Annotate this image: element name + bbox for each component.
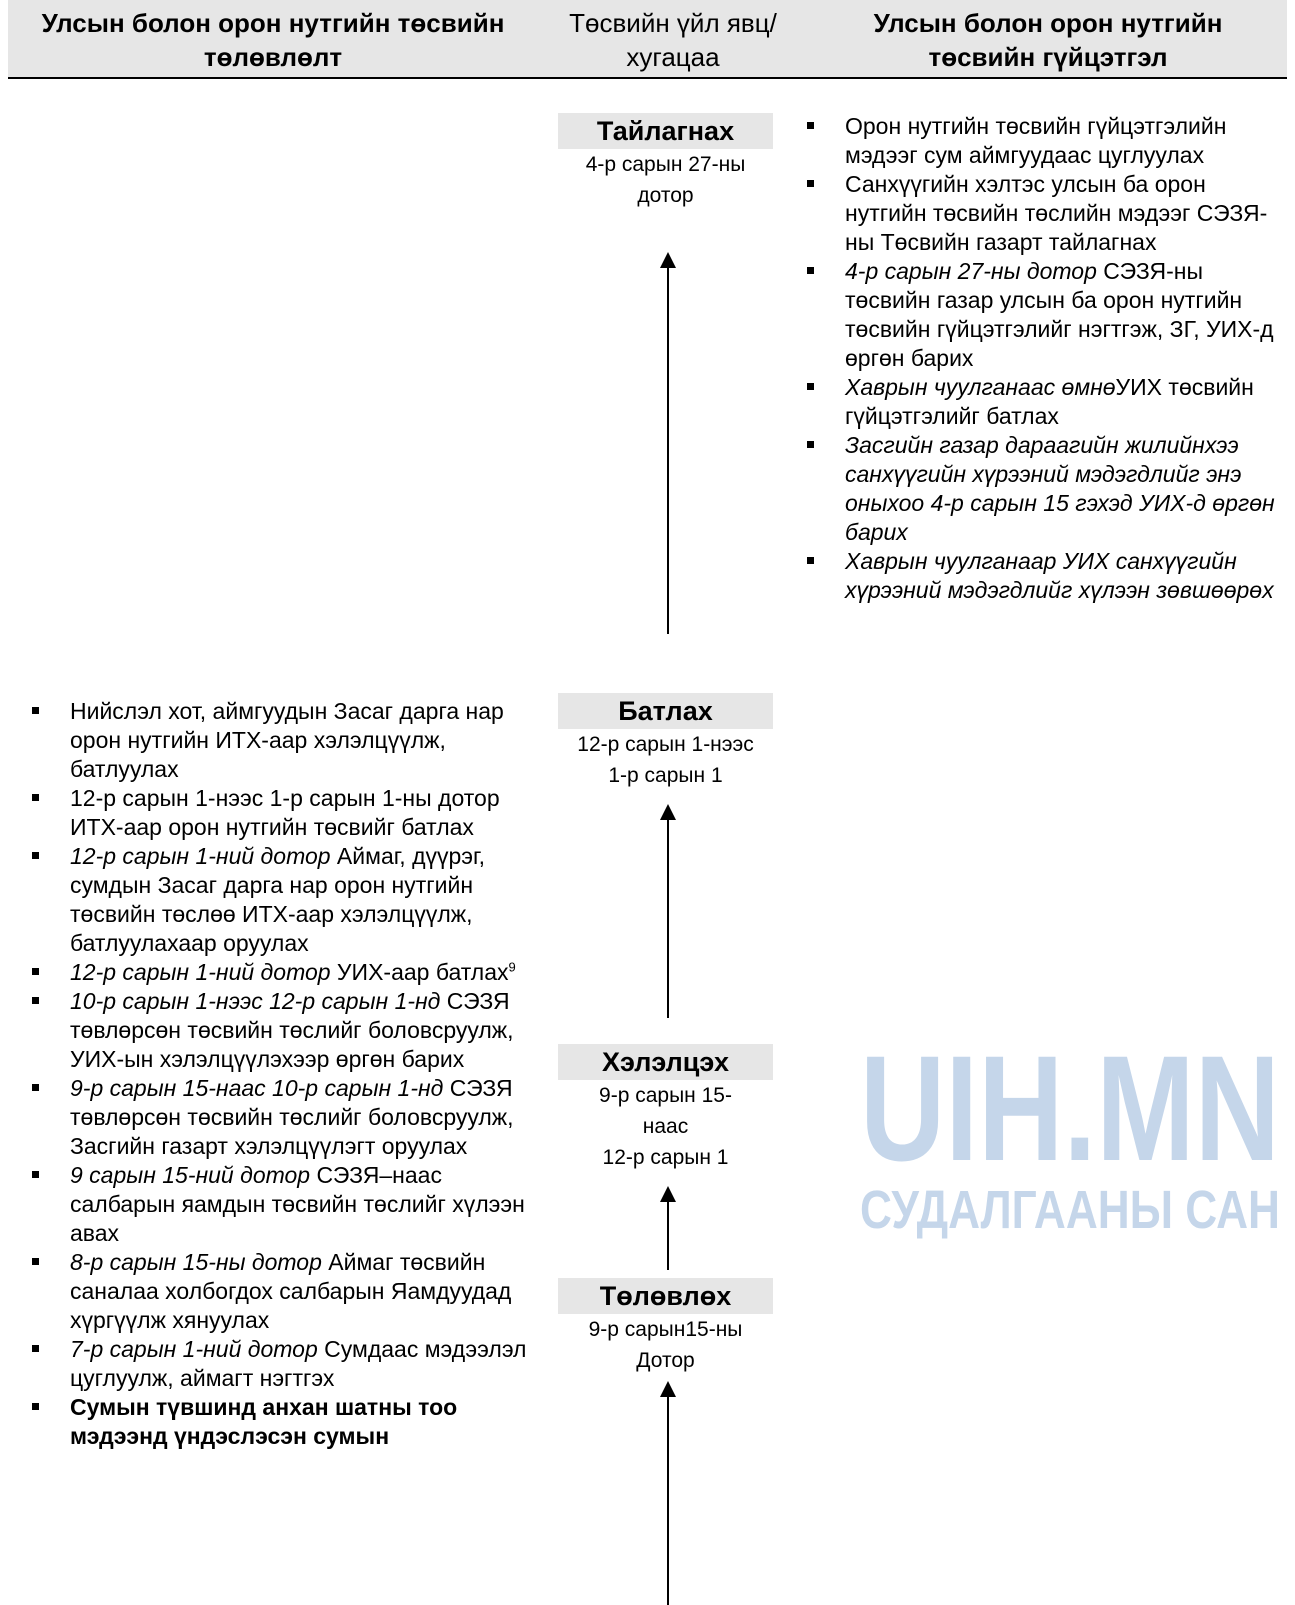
stage-plan: Төлөвлөх 9-р сарын15-ны Дотор <box>558 1278 773 1376</box>
item-text: УИХ-аар батлах <box>330 959 509 985</box>
stage-deadline: 9-р сарын15-ны Дотор <box>588 1318 743 1372</box>
stage-title: Төлөвлөх <box>558 1278 773 1314</box>
item-date: 8-р сарын 15-ны дотор <box>70 1249 322 1275</box>
list-item: Засгийн газар дараагийн жилийнхээ санхүү… <box>805 431 1275 547</box>
stage-discuss: Хэлэлцэх 9-р сарын 15- наас 12-р сарын 1 <box>558 1044 773 1173</box>
arrow-up-icon <box>660 804 676 1018</box>
bullet-icon <box>32 1084 39 1091</box>
table-header: Улсын болон орон нутгийн төсвийн төлөвлө… <box>8 0 1287 79</box>
item-text: Санхүүгийн хэлтэс улсын ба орон нутгийн … <box>845 171 1268 255</box>
stage-title: Тайлагнах <box>558 113 773 149</box>
bullet-icon <box>32 968 39 975</box>
watermark-line1: UIH.MN <box>860 1024 1280 1192</box>
item-date: Хаврын чуулганаас өмнө <box>845 374 1116 400</box>
item-text: Аймаг төсвийн саналаа холбогдох салбарын… <box>70 1249 512 1333</box>
item-date: 10-р сарын 1-нээс 12-р сарын 1-нд <box>70 988 441 1014</box>
list-item: Сумын түвшинд анхан шатны тоо мэдээнд үн… <box>30 1393 530 1451</box>
list-item: 7-р сарын 1-ний дотор Сумдаас мэдээлэл ц… <box>30 1335 530 1393</box>
item-date: 12-р сарын 1-ний дотор <box>70 843 331 869</box>
bullet-icon <box>807 267 814 274</box>
arrow-up-icon <box>660 252 676 634</box>
item-date: 7-р сарын 1-ний дотор <box>70 1336 318 1362</box>
stage-deadline: 9-р сарын 15- наас 12-р сарын 1 <box>599 1084 732 1169</box>
item-text: Нийслэл хот, аймгуудын Засаг дарга нар о… <box>70 698 504 782</box>
item-date: 4-р сарын 27-ны дотор <box>845 258 1097 284</box>
item-date: Хаврын чуулганаар УИХ санхүүгийн хүрээни… <box>845 548 1274 603</box>
list-item: 4-р сарын 27-ны дотор СЭЗЯ-ны төсвийн га… <box>805 257 1275 373</box>
bullet-icon <box>807 557 814 564</box>
execution-steps-list: Орон нутгийн төсвийн гүйцэтгэлийн мэдээг… <box>805 112 1275 605</box>
stage-approve: Батлах 12-р сарын 1-нээс 1-р сарын 1 <box>558 693 773 791</box>
item-date: 9-р сарын 15-наас 10-р сарын 1-нд <box>70 1075 444 1101</box>
bullet-icon <box>807 180 814 187</box>
item-date: 9 сарын 15-ний дотор <box>70 1162 311 1188</box>
header-process: Төсвийн үйл явц/ хугацаа <box>569 8 777 72</box>
watermark-line2: СУДАЛГААНЫ САН <box>860 1180 1280 1240</box>
item-date: Засгийн газар дараагийн жилийнхээ санхүү… <box>845 432 1275 545</box>
item-text: СЭЗЯ-ны төсвийн газар улсын ба орон нутг… <box>845 258 1274 371</box>
bullet-icon <box>807 122 814 129</box>
arrow-up-icon <box>660 1186 676 1270</box>
item-text: 12-р сарын 1-нээс 1-р сарын 1-ны дотор И… <box>70 785 500 840</box>
bullet-icon <box>32 1258 39 1265</box>
arrow-up-icon <box>660 1381 676 1605</box>
item-text: Орон нутгийн төсвийн гүйцэтгэлийн мэдээг… <box>845 113 1227 168</box>
stage-report: Тайлагнах 4-р сарын 27-ны дотор <box>558 113 773 211</box>
list-item: Орон нутгийн төсвийн гүйцэтгэлийн мэдээг… <box>805 112 1275 170</box>
bullet-icon <box>807 441 814 448</box>
planning-steps-list: Нийслэл хот, аймгуудын Засаг дарга нар о… <box>30 697 530 1451</box>
list-item: Хаврын чуулганаас өмнөУИХ төсвийн гүйцэт… <box>805 373 1275 431</box>
item-text: УИХ төсвийн гүйцэтгэлийг батлах <box>845 374 1254 429</box>
bullet-icon <box>32 1171 39 1178</box>
stage-deadline: 4-р сарын 27-ны дотор <box>585 153 746 207</box>
list-item: 12-р сарын 1-ний дотор Аймаг, дүүрэг, су… <box>30 842 530 958</box>
item-text: Сумын түвшинд анхан шатны тоо мэдээнд үн… <box>70 1394 458 1449</box>
header-planning: Улсын болон орон нутгийн төсвийн төлөвлө… <box>41 8 505 72</box>
watermark-logo: UIH.MN СУДАЛГААНЫ САН <box>860 1024 1280 1240</box>
stage-deadline: 12-р сарын 1-нээс 1-р сарын 1 <box>577 733 754 787</box>
list-item: 12-р сарын 1-ний дотор УИХ-аар батлах9 <box>30 958 530 987</box>
item-text: Сумдаас мэдээлэл цуглуулж, аймагт нэгтгэ… <box>70 1336 527 1391</box>
list-item: 10-р сарын 1-нээс 12-р сарын 1-нд СЭЗЯ т… <box>30 987 530 1074</box>
item-text: СЭЗЯ төвлөрсөн төсвийн төслийг боловсруу… <box>70 1075 514 1159</box>
list-item: Санхүүгийн хэлтэс улсын ба орон нутгийн … <box>805 170 1275 257</box>
bullet-icon <box>32 707 39 714</box>
stage-title: Хэлэлцэх <box>558 1044 773 1080</box>
header-execution: Улсын болон орон нутгийн төсвийн гүйцэтг… <box>873 8 1223 72</box>
item-text: СЭЗЯ төвлөрсөн төсвийн төслийг боловсруу… <box>70 988 514 1072</box>
bullet-icon <box>32 997 39 1004</box>
bullet-icon <box>807 383 814 390</box>
stage-title: Батлах <box>558 693 773 729</box>
list-item: 12-р сарын 1-нээс 1-р сарын 1-ны дотор И… <box>30 784 530 842</box>
list-item: 8-р сарын 15-ны дотор Аймаг төсвийн сана… <box>30 1248 530 1335</box>
item-date: 12-р сарын 1-ний дотор <box>70 959 331 985</box>
bullet-icon <box>32 1403 39 1410</box>
list-item: Хаврын чуулганаар УИХ санхүүгийн хүрээни… <box>805 547 1275 605</box>
item-text: Аймаг, дүүрэг, сумдын Засаг дарга нар ор… <box>70 843 486 956</box>
item-text: СЭЗЯ–наас салбарын яамдын төсвийн төслий… <box>70 1162 525 1246</box>
bullet-icon <box>32 1345 39 1352</box>
footnote-ref: 9 <box>508 959 516 975</box>
bullet-icon <box>32 852 39 859</box>
list-item: Нийслэл хот, аймгуудын Засаг дарга нар о… <box>30 697 530 784</box>
bullet-icon <box>32 794 39 801</box>
list-item: 9-р сарын 15-наас 10-р сарын 1-нд СЭЗЯ т… <box>30 1074 530 1161</box>
list-item: 9 сарын 15-ний дотор СЭЗЯ–наас салбарын … <box>30 1161 530 1248</box>
